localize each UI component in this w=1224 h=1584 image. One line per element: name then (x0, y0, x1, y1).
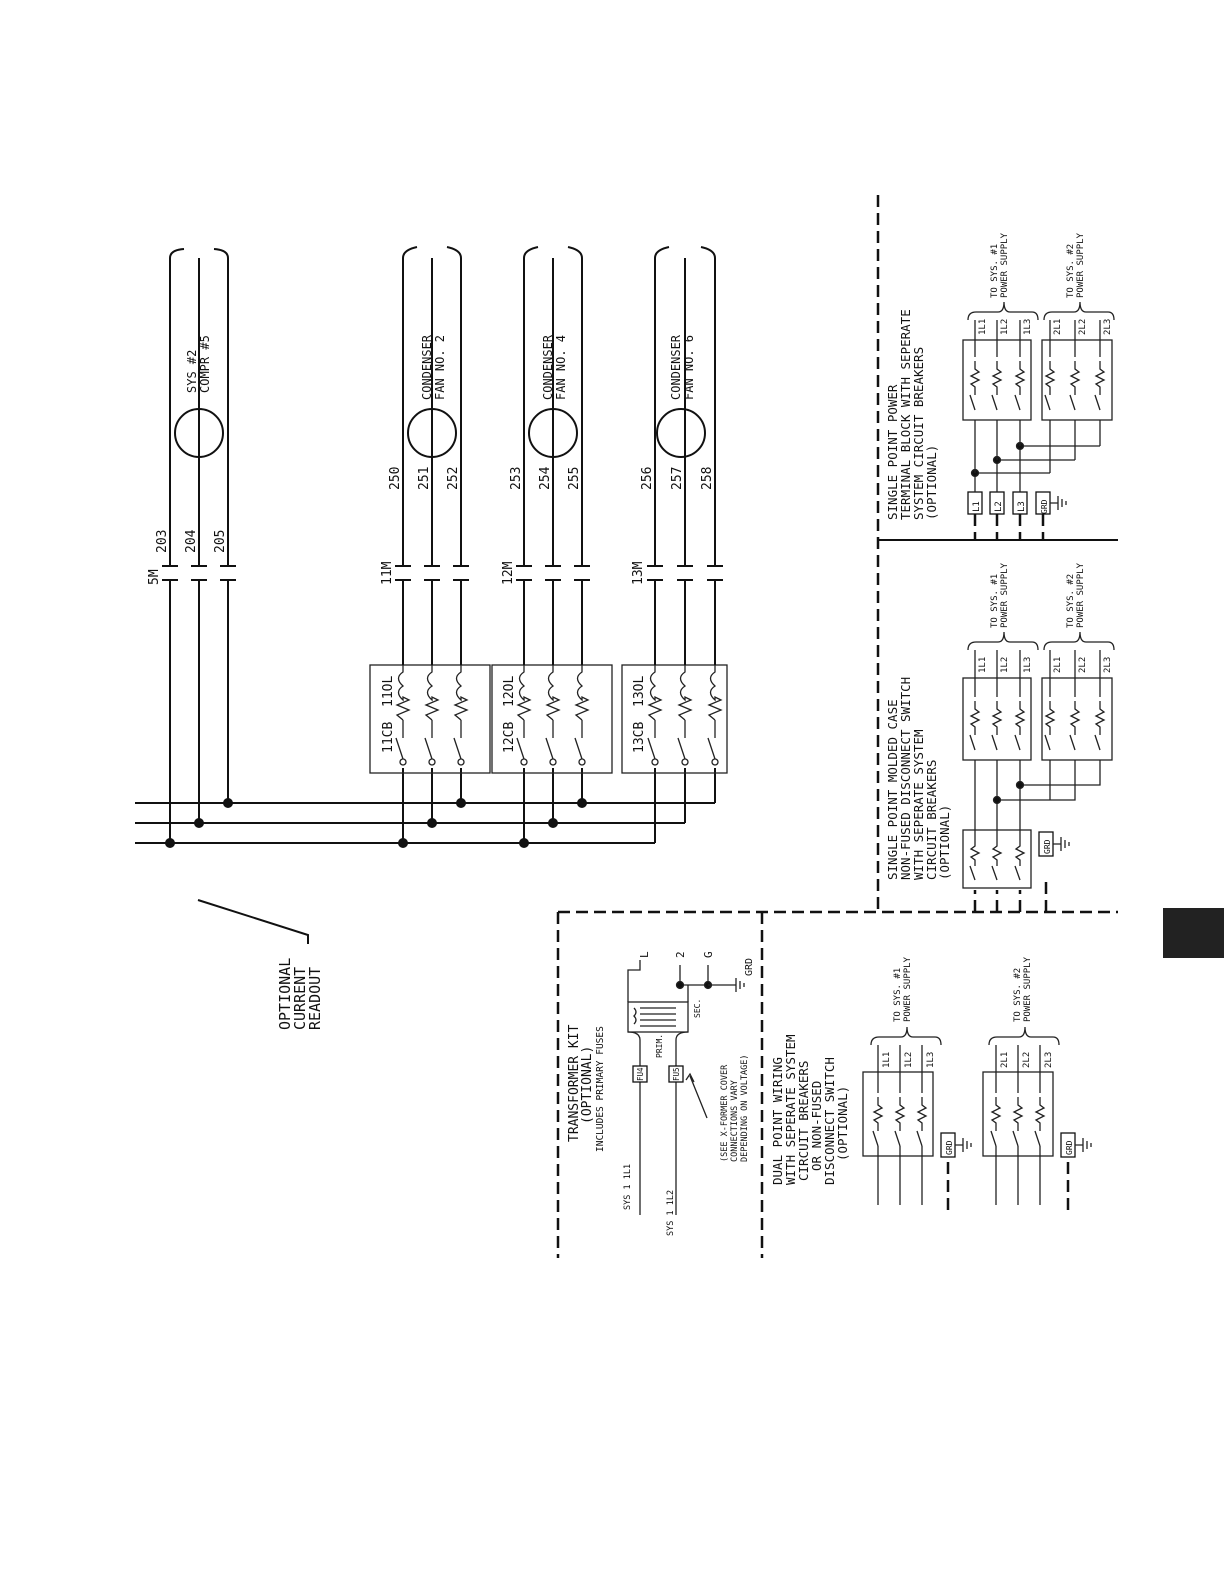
condenser-fan-4-motor (528, 408, 578, 458)
fan-4-label: CONDENSERFAN NO. 4 (541, 334, 568, 400)
transformer-note: (SEE X-FORMER COVER CONNECTIONS VARY DEP… (720, 1055, 750, 1162)
dual-grd-2: GRD (1065, 1140, 1074, 1155)
wire-253-label: 253 (509, 467, 524, 490)
terminal-l1: L1 (972, 501, 982, 512)
terminal-sys2-supply-label: TO SYS. #2POWER SUPPLY (1066, 232, 1086, 298)
dual-point-panel: DUAL POINT WIRING WITH SEPERATE SYSTEM C… (770, 956, 1092, 1210)
molded-sys2-supply-label: TO SYS. #2POWER SUPPLY (1066, 562, 1086, 628)
fan-2-label: CONDENSERFAN NO. 2 (420, 334, 447, 400)
molded-grd-label: GRD (1043, 839, 1052, 854)
wire-256-label: 256 (640, 467, 655, 490)
terminal-sys2-line-1: 2L1 (1053, 319, 1063, 335)
wire-252-label: 252 (446, 467, 461, 490)
transformer-grd: GRD (744, 958, 755, 976)
dual-sys1-line-1: 1L1 (882, 1052, 892, 1068)
terminal-sys1-line-1: 1L1 (978, 319, 988, 335)
terminal-sys2-line-3: 2L3 (1103, 319, 1113, 335)
transformer-sec-label: SEC. (693, 999, 702, 1018)
dual-sys2-line-3: 2L3 (1044, 1052, 1054, 1068)
panel-borders (556, 195, 1118, 1258)
transformer-kit-panel: TRANSFORMER KIT (OPTIONAL) INCLUDES PRIM… (567, 951, 755, 1236)
transformer-prim-label: PRIM. (655, 1034, 664, 1058)
single-point-molded-panel: SINGLE POINT MOLDED CASE NON-FUSED DISCO… (885, 562, 1115, 912)
wire-203-label: 203 (155, 530, 170, 553)
power-bus (135, 768, 716, 848)
transformer-out-g: G (702, 951, 715, 958)
page-edge-tab (1163, 908, 1224, 958)
fan-branch-2: 11CB 11OL 11M 250 251 252 CONDENSERFAN N… (369, 246, 491, 843)
fan-branch-4: 12CB 12OL 12M 253 254 255 CONDENSERFAN N… (491, 246, 613, 843)
transformer-kit-title: TRANSFORMER KIT (OPTIONAL) INCLUDES PRIM… (567, 1017, 606, 1152)
dual-grd-1: GRD (945, 1140, 954, 1155)
compressor-label: SYS #2COMPR #5 (185, 335, 212, 393)
wire-205-label: 205 (213, 530, 228, 553)
dual-sys1-line-3: 1L3 (926, 1052, 936, 1068)
transformer-in1: SYS 1 1L1 (623, 1164, 633, 1210)
dual-point-title: DUAL POINT WIRING WITH SEPERATE SYSTEM C… (770, 1027, 850, 1185)
breaker-12cb-label: 12CB (502, 722, 517, 753)
wire-250-label: 250 (388, 467, 403, 490)
fan-6-label: CONDENSERFAN NO. 6 (669, 334, 696, 400)
transformer-fuse-2: FU5 (672, 1067, 681, 1081)
contactor-13m-label: 13M (631, 561, 646, 585)
terminal-sys2-line-2: 2L2 (1078, 319, 1088, 335)
terminal-l3: L3 (1017, 501, 1027, 512)
fan-branch-6: 13CB 13OL 13M 256 257 258 CONDENSERFAN N… (621, 246, 728, 774)
overload-12ol-label: 12OL (502, 676, 517, 707)
contactor-11m-label: 11M (380, 561, 395, 585)
transformer-fuse-1: FU4 (636, 1067, 645, 1081)
overload-11ol-label: 11OL (381, 676, 396, 707)
single-point-terminal-panel: SINGLE POINT POWER TERMINAL BLOCK WITH S… (885, 232, 1115, 540)
wire-254-label: 254 (538, 466, 553, 490)
molded-sys1-supply-label: TO SYS. #1POWER SUPPLY (990, 562, 1010, 628)
molded-sys2-line-2: 2L2 (1078, 657, 1088, 673)
transformer-in2: SYS 1 1L2 (666, 1190, 676, 1236)
wire-257-label: 257 (670, 467, 685, 490)
dual-sys2-supply-label: TO SYS. #2POWER SUPPLY (1013, 956, 1033, 1022)
overload-13ol-label: 13OL (632, 676, 647, 707)
contactor-12m-label: 12M (501, 561, 516, 585)
transformer-out-2: 2 (674, 951, 687, 958)
current-readout-callout: OPTIONALCURRENTREADOUT (197, 899, 324, 1030)
condenser-fan-6-motor (656, 408, 706, 458)
breaker-11cb-label: 11CB (381, 722, 396, 753)
molded-panel-title: SINGLE POINT MOLDED CASE NON-FUSED DISCO… (885, 669, 952, 880)
dual-sys1-supply-label: TO SYS. #1POWER SUPPLY (893, 956, 913, 1022)
terminal-sys1-supply-label: TO SYS. #1POWER SUPPLY (990, 232, 1010, 298)
wire-255-label: 255 (567, 467, 582, 490)
dual-sys2-line-2: 2L2 (1022, 1052, 1032, 1068)
breaker-13cb-label: 13CB (632, 722, 647, 753)
wire-204-label: 204 (184, 529, 199, 553)
molded-sys1-line-2: 1L2 (1000, 657, 1010, 673)
transformer-out-l: L (638, 951, 651, 958)
wire-251-label: 251 (417, 467, 432, 490)
condenser-fan-2-motor (407, 408, 457, 458)
wire-258-label: 258 (700, 467, 715, 490)
dual-sys1-line-2: 1L2 (904, 1052, 914, 1068)
terminal-sys1-line-3: 1L3 (1023, 319, 1033, 335)
terminal-sys1-line-2: 1L2 (1000, 319, 1010, 335)
compressor-branch: 5M 203 204 205 SYS #2COMPR #5 (147, 248, 236, 843)
terminal-panel-title: SINGLE POINT POWER TERMINAL BLOCK WITH S… (885, 302, 939, 520)
readout-label: OPTIONALCURRENTREADOUT (276, 958, 324, 1030)
molded-sys2-line-3: 2L3 (1103, 657, 1113, 673)
compressor-motor (174, 408, 224, 458)
contactor-5m-label: 5M (147, 569, 162, 585)
dual-sys2-line-1: 2L1 (1000, 1052, 1010, 1068)
terminal-grd: GRD (1040, 499, 1049, 514)
molded-sys1-line-1: 1L1 (978, 657, 988, 673)
molded-sys2-line-1: 2L1 (1053, 657, 1063, 673)
molded-sys1-line-3: 1L3 (1023, 657, 1033, 673)
terminal-l2: L2 (994, 501, 1004, 512)
